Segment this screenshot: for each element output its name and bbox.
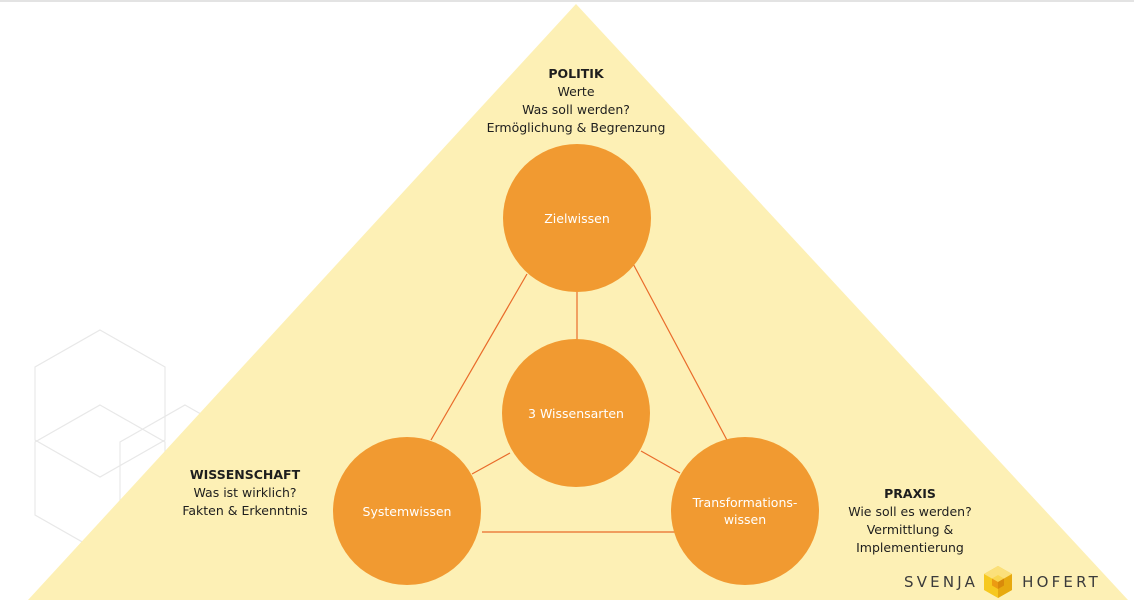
knowledge-circles bbox=[333, 144, 819, 585]
transformationswissen-label: Transformations- wissen bbox=[671, 437, 819, 585]
zielwissen-text: Zielwissen bbox=[544, 210, 610, 226]
logo-right-word: HOFERT bbox=[1022, 573, 1101, 591]
praxis-line-1: Wie soll es werden? bbox=[848, 504, 972, 519]
connector-top-right bbox=[629, 257, 729, 443]
wissenschaft-line-1: Was ist wirklich? bbox=[193, 485, 297, 500]
logo-left-word: SVENJA bbox=[904, 573, 979, 591]
brand-logo: SVENJA HOFERT bbox=[904, 566, 1101, 598]
circle-center bbox=[502, 339, 650, 487]
connector-lines bbox=[430, 257, 729, 533]
wissenschaft-label: WISSENSCHAFT Was ist wirklich? Fakten & … bbox=[170, 466, 320, 520]
praxis-heading: PRAXIS bbox=[884, 486, 936, 501]
circle-zielwissen bbox=[503, 144, 651, 292]
circle-systemwissen bbox=[333, 437, 481, 585]
zielwissen-label: Zielwissen bbox=[503, 144, 651, 292]
cube-icon bbox=[984, 566, 1013, 598]
politik-heading: POLITIK bbox=[548, 66, 604, 81]
top-divider-line bbox=[0, 0, 1134, 2]
connector-top-left bbox=[430, 273, 528, 441]
transformations-text-line1: Transformations- bbox=[692, 495, 798, 510]
politik-line-1: Werte bbox=[557, 84, 595, 99]
praxis-line-3: Implementierung bbox=[856, 540, 964, 555]
transformations-text-line2: wissen bbox=[723, 512, 767, 527]
systemwissen-text: Systemwissen bbox=[362, 503, 452, 519]
systemwissen-label: Systemwissen bbox=[333, 437, 481, 585]
wissenschaft-heading: WISSENSCHAFT bbox=[189, 467, 301, 482]
politik-line-2: Was soll werden? bbox=[522, 102, 630, 117]
connector-center-right bbox=[640, 450, 681, 474]
praxis-line-2: Vermittlung & bbox=[866, 522, 954, 537]
politik-label: POLITIK Werte Was soll werden? Ermöglich… bbox=[476, 65, 676, 137]
connector-center-left bbox=[471, 452, 511, 475]
pyramid-triangle bbox=[28, 4, 1128, 600]
praxis-label: PRAXIS Wie soll es werden? Vermittlung &… bbox=[835, 485, 985, 557]
center-label: 3 Wissensarten bbox=[502, 339, 650, 487]
center-text: 3 Wissensarten bbox=[528, 405, 624, 421]
circle-transformationswissen bbox=[671, 437, 819, 585]
politik-line-3: Ermöglichung & Begrenzung bbox=[486, 120, 666, 135]
wissenschaft-line-2: Fakten & Erkenntnis bbox=[182, 503, 308, 518]
